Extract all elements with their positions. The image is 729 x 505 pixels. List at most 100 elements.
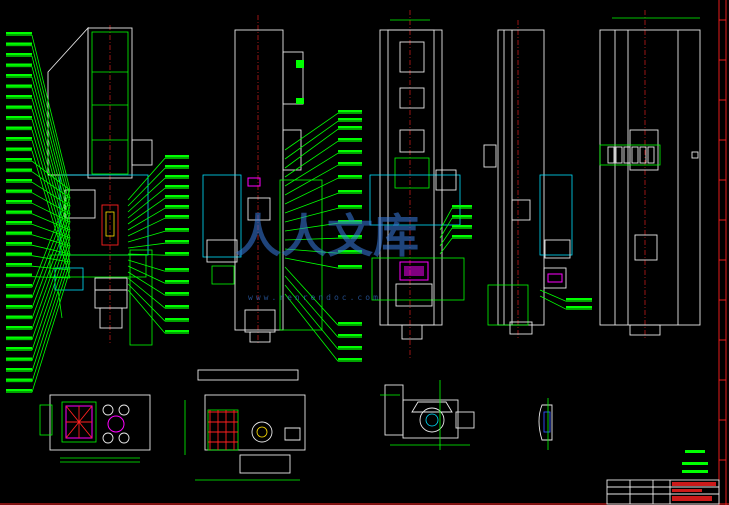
leader-line (31, 197, 71, 298)
leader-line (31, 223, 71, 239)
leader-line (127, 157, 166, 201)
callout-label (6, 168, 32, 171)
callout-label (165, 195, 189, 198)
leader-line (31, 192, 71, 215)
leader-line (31, 181, 71, 207)
callout-label (6, 84, 32, 87)
leader-line (127, 253, 166, 256)
watermark-text: 人人文库 (235, 209, 419, 263)
view-1-section (6, 25, 189, 393)
leader-line (127, 167, 166, 207)
callout-label (338, 118, 362, 121)
callout-label (6, 179, 32, 182)
leader-line (127, 283, 166, 322)
callout-label (6, 284, 32, 287)
callout-label (338, 138, 362, 141)
callout-label (6, 95, 32, 98)
leader-line (284, 128, 339, 169)
leader-line (439, 208, 453, 231)
leader-line (127, 259, 166, 272)
leader-line (284, 222, 339, 232)
callout-label (6, 158, 32, 161)
leader-line (31, 245, 71, 361)
leader-line (31, 229, 71, 340)
callout-label (338, 190, 362, 193)
callout-label (6, 147, 32, 150)
leader-line (284, 257, 339, 269)
callout-label (338, 150, 362, 153)
callout-label (165, 268, 189, 271)
leader-line (284, 237, 339, 241)
leader-line (127, 187, 166, 219)
leader-line (31, 35, 71, 191)
leader-line (31, 255, 71, 263)
callout-label (6, 389, 32, 392)
callout-label (452, 235, 472, 238)
leader-line (31, 237, 71, 351)
callout-label (338, 334, 362, 337)
leader-line (439, 217, 453, 239)
plan-view-3 (380, 380, 475, 450)
leader-line (284, 293, 339, 362)
callout-label (338, 250, 362, 253)
leader-line (284, 192, 339, 214)
leader-line (439, 227, 453, 247)
callout-label (165, 175, 189, 178)
leader-line (127, 265, 166, 284)
callout-label (566, 306, 592, 309)
callout-label (6, 137, 32, 140)
callout-label (338, 175, 362, 178)
leader-line (31, 45, 71, 199)
leader-line (127, 277, 166, 309)
leader-line (284, 207, 339, 223)
leader-line (31, 205, 71, 309)
plan-view-1 (39, 394, 151, 463)
callout-label (338, 265, 362, 268)
leader-line (127, 217, 166, 237)
callout-label (165, 305, 189, 308)
title-block (606, 479, 720, 505)
callout-label (6, 116, 32, 119)
callout-label (338, 205, 362, 208)
callout-label (165, 215, 189, 218)
plan-view-4 (538, 398, 553, 450)
callout-label (338, 322, 362, 325)
callout-label (6, 315, 32, 318)
callout-label (452, 205, 472, 208)
callout-label (6, 263, 32, 266)
callout-label (566, 298, 592, 301)
leader-line (31, 77, 71, 223)
leader-line (31, 276, 71, 279)
callout-label (165, 205, 189, 208)
leader-line (31, 56, 71, 207)
leader-line (127, 230, 166, 243)
leader-line (284, 152, 339, 187)
callout-label (6, 242, 32, 245)
callout-label (338, 346, 362, 349)
callout-label (6, 74, 32, 77)
callout-label (6, 357, 32, 360)
view-3-side (369, 10, 472, 360)
leader-line (127, 177, 166, 213)
callout-label (6, 189, 32, 192)
leader-line (31, 189, 71, 288)
leader-line (284, 248, 339, 254)
leader-line (31, 253, 71, 372)
watermark-url: www.renrendoc.com (248, 293, 381, 302)
callout-label (6, 336, 32, 339)
callout-label (165, 185, 189, 188)
leader-line (539, 289, 567, 302)
callout-label (452, 225, 472, 228)
callout-label (165, 318, 189, 321)
callout-label (338, 220, 362, 223)
leader-line (31, 213, 71, 231)
leader-line (31, 171, 71, 199)
leader-line (284, 266, 339, 326)
leader-line (31, 221, 71, 330)
callout-label (6, 368, 32, 371)
callout-label (6, 200, 32, 203)
leader-line (31, 261, 71, 382)
leader-line (127, 207, 166, 231)
